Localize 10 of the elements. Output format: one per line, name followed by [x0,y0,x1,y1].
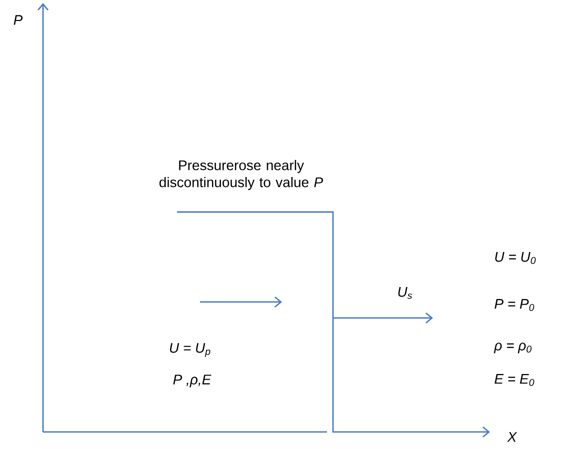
state-label: U = U$_{p}$ [170,343,210,357]
axis-label: P [14,15,23,25]
state-label: U = U$_{0}$ [495,252,536,264]
state-label: P = P$_{0}$ [494,299,534,311]
axis-label: X [507,432,518,442]
annotation-text: Pressurerose nearly discontinuously to value P [159,160,324,190]
velocity-label: U$_{s}$ [398,287,412,299]
state-label: ρ = ρ$_{0}$ [494,342,532,354]
state-label: E = E$_{0}$ [494,374,534,386]
state-label: P ,ρ,E [173,374,212,388]
